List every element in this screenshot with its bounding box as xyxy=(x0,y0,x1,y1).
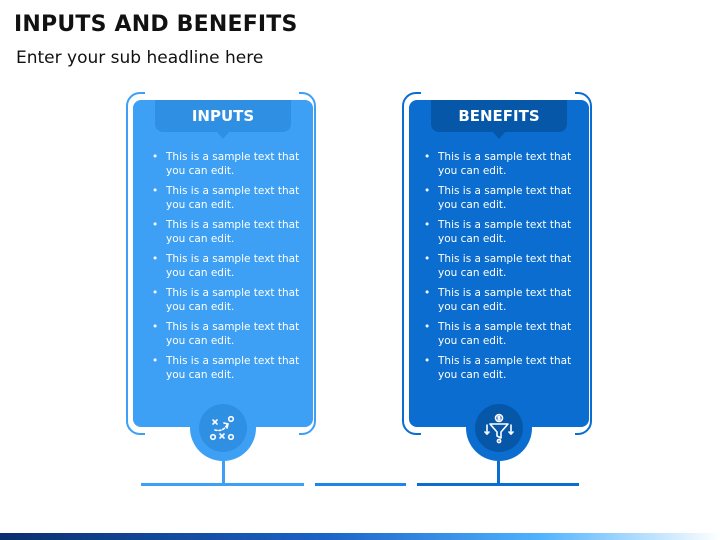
list-item: This is a sample text that you can edit. xyxy=(152,218,302,252)
list-item: This is a sample text that you can edit. xyxy=(152,252,302,286)
inputs-icon-circle xyxy=(199,404,247,452)
list-item: This is a sample text that you can edit. xyxy=(152,354,302,388)
inputs-list: This is a sample text that you can edit.… xyxy=(152,150,302,388)
benefits-list: This is a sample text that you can edit.… xyxy=(424,150,574,388)
baseline-right xyxy=(417,483,579,486)
inputs-stem xyxy=(222,461,225,485)
benefits-stem xyxy=(497,461,500,485)
list-item: This is a sample text that you can edit. xyxy=(424,320,574,354)
list-item: This is a sample text that you can edit. xyxy=(424,286,574,320)
money-funnel-icon xyxy=(484,413,514,444)
benefits-icon-circle xyxy=(475,404,523,452)
baseline-left xyxy=(141,483,304,486)
list-item: This is a sample text that you can edit. xyxy=(424,354,574,388)
list-item: This is a sample text that you can edit. xyxy=(424,150,574,184)
benefits-icon-badge xyxy=(466,395,532,461)
benefits-frame-gap-top xyxy=(421,90,575,96)
list-item: This is a sample text that you can edit. xyxy=(424,218,574,252)
inputs-header-pointer xyxy=(216,131,230,139)
list-item: This is a sample text that you can edit. xyxy=(424,184,574,218)
list-item: This is a sample text that you can edit. xyxy=(152,184,302,218)
inputs-frame-gap-top xyxy=(145,90,299,96)
list-item: This is a sample text that you can edit. xyxy=(152,150,302,184)
baseline-middle xyxy=(315,483,406,486)
slide-title: INPUTS AND BENEFITS xyxy=(14,12,298,37)
list-item: This is a sample text that you can edit. xyxy=(152,320,302,354)
inputs-icon-badge xyxy=(190,395,256,461)
strategy-play-icon xyxy=(209,415,235,441)
slide-subtitle: Enter your sub headline here xyxy=(16,48,264,68)
benefits-header: BENEFITS xyxy=(431,100,567,132)
footer-gradient-strip xyxy=(0,533,720,540)
benefits-header-pointer xyxy=(492,131,506,139)
list-item: This is a sample text that you can edit. xyxy=(152,286,302,320)
inputs-header: INPUTS xyxy=(155,100,291,132)
list-item: This is a sample text that you can edit. xyxy=(424,252,574,286)
